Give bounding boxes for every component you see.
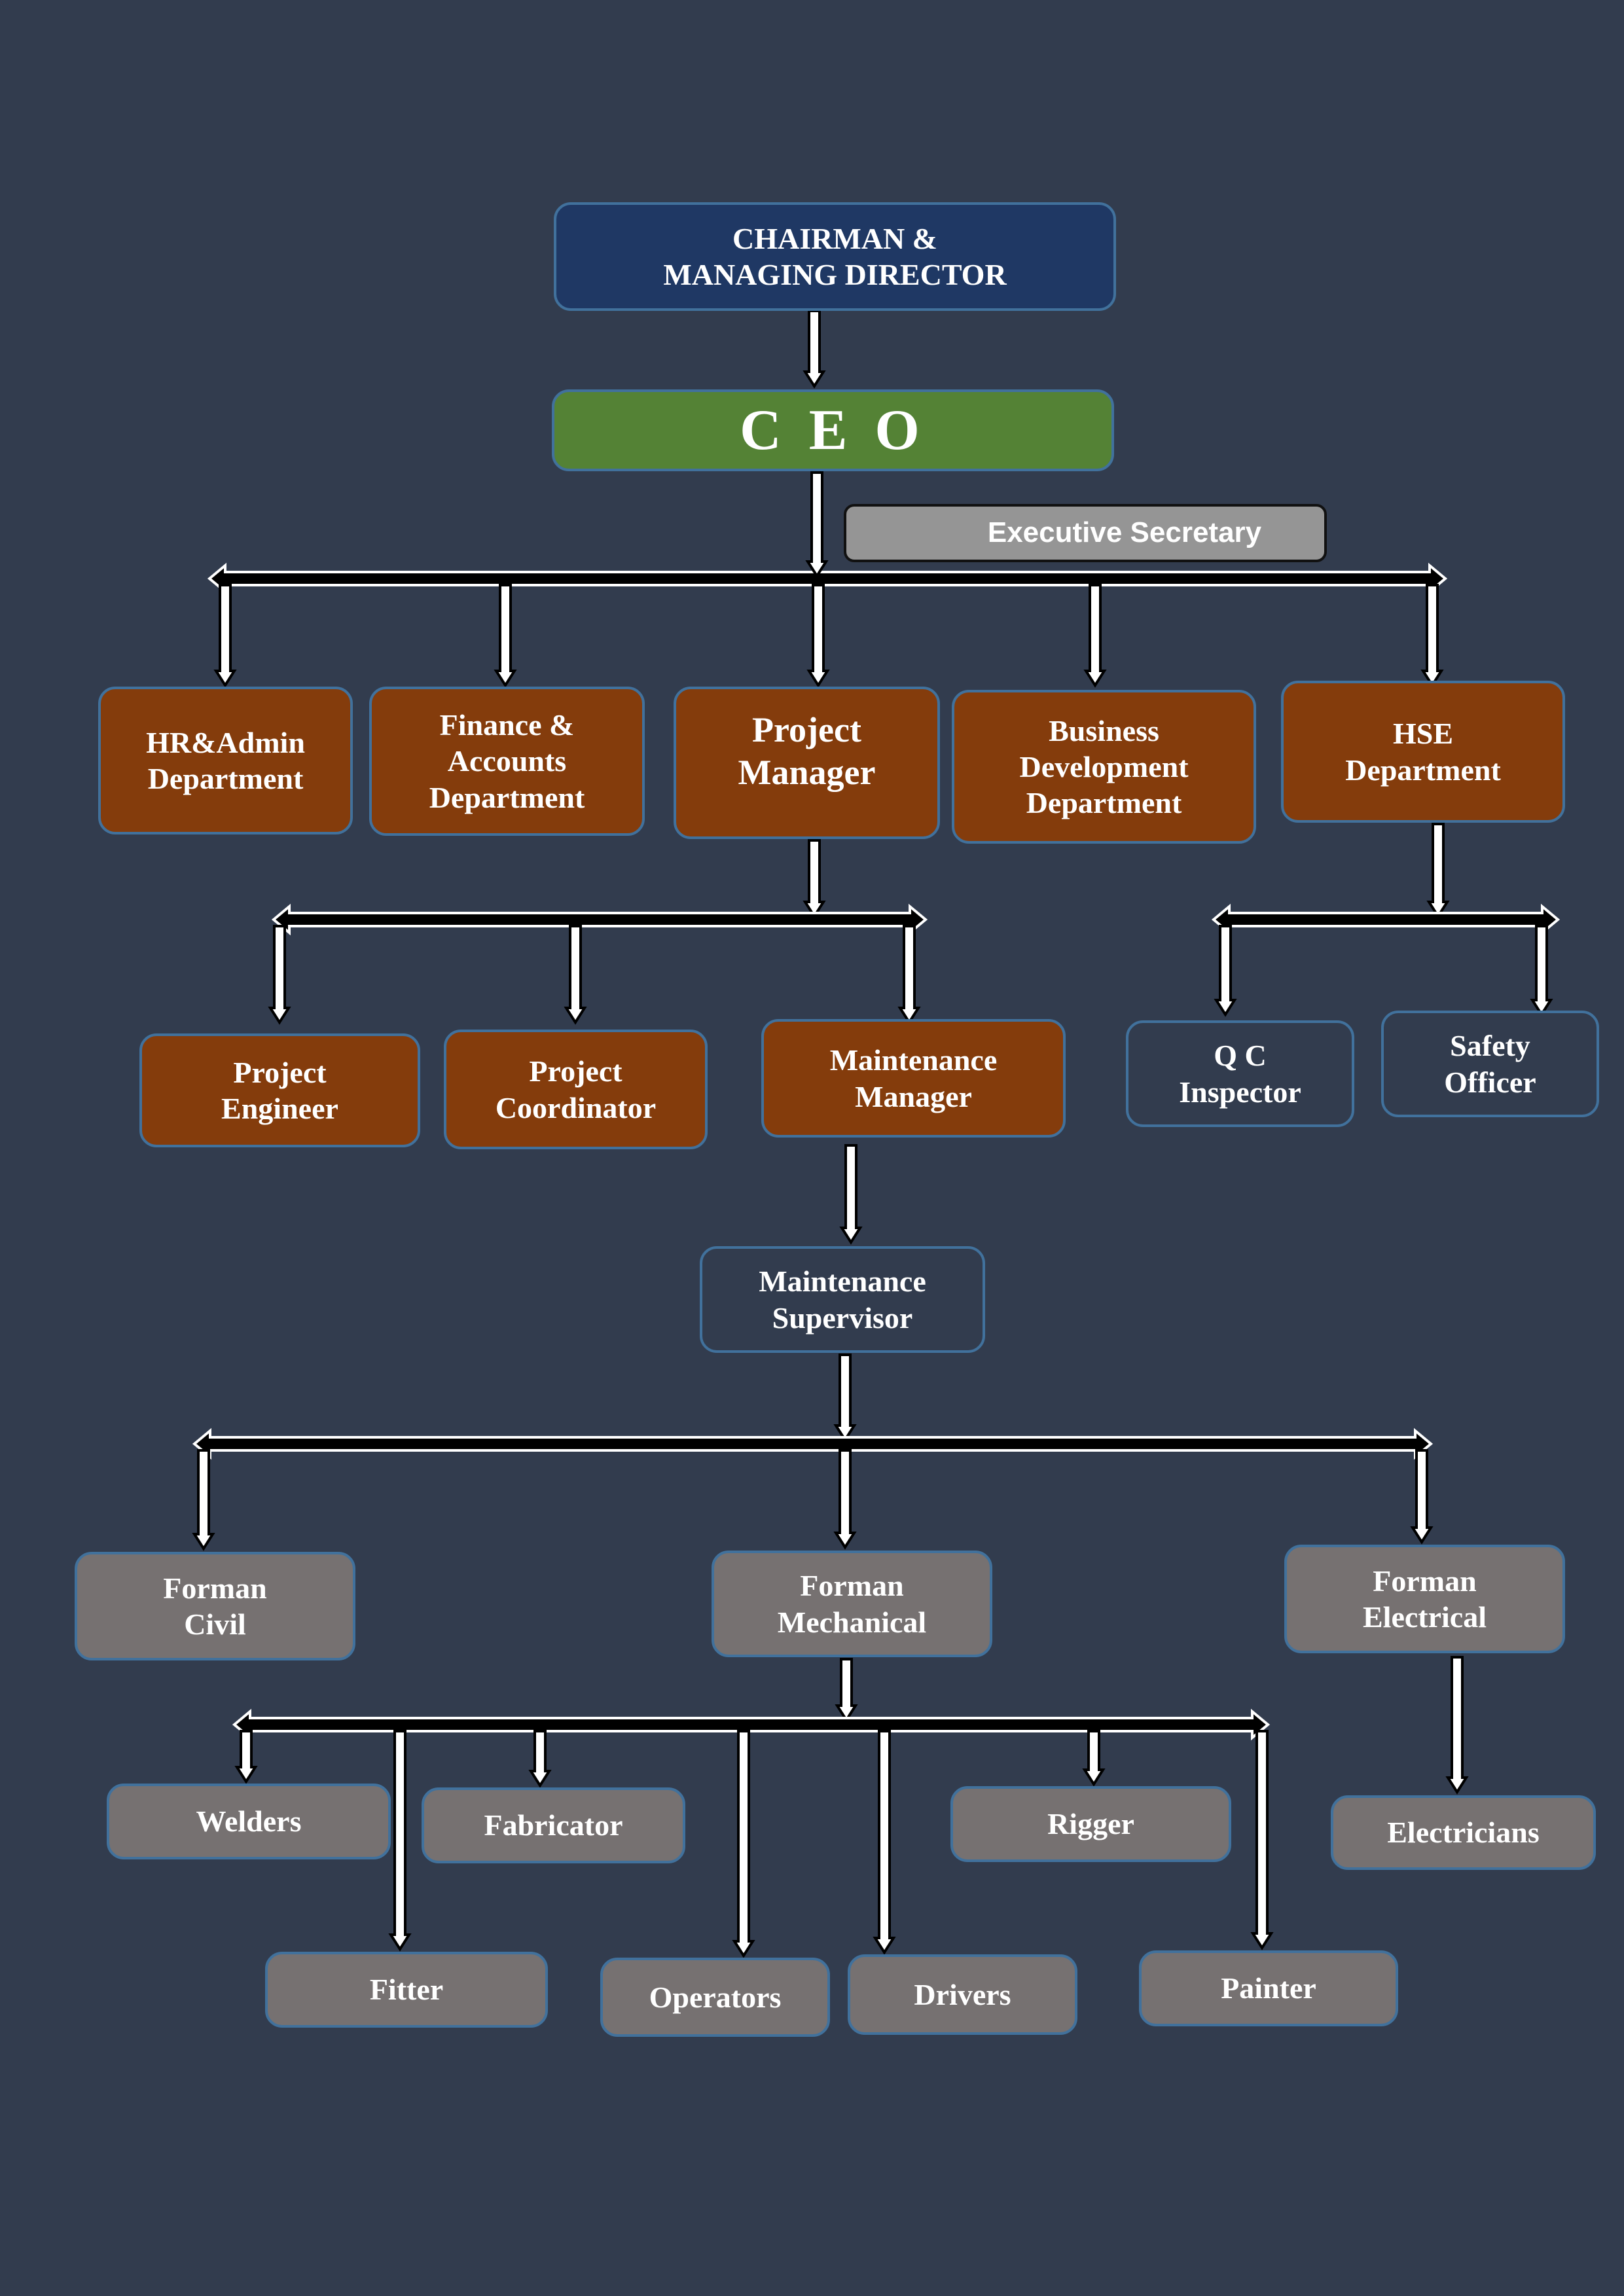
finance-box: Finance & Accounts Department bbox=[369, 687, 645, 836]
executive-secretary-box: Executive Secretary bbox=[844, 504, 1327, 562]
chairman-box: CHAIRMAN & MANAGING DIRECTOR bbox=[554, 202, 1116, 311]
arrow-down bbox=[1250, 1730, 1274, 1950]
drivers-box: Drivers bbox=[848, 1954, 1077, 2035]
arrow-down bbox=[1083, 584, 1107, 688]
rigger-box: Rigger bbox=[950, 1786, 1231, 1862]
arrow-down bbox=[1530, 925, 1553, 1017]
forman-electrical-box: Forman Electrical bbox=[1284, 1545, 1565, 1653]
ceo-box: C E O bbox=[552, 389, 1114, 471]
arrow-down bbox=[1426, 823, 1450, 919]
maintenance-manager-box: Maintenance Manager bbox=[761, 1019, 1066, 1138]
arrow-down bbox=[1410, 1449, 1434, 1545]
fabricator-box: Fabricator bbox=[422, 1787, 685, 1863]
arrow-down bbox=[213, 584, 237, 688]
arrow-down bbox=[1445, 1656, 1469, 1795]
arrow-down bbox=[268, 925, 291, 1025]
arrow-down bbox=[833, 1354, 857, 1443]
arrow-down bbox=[897, 925, 921, 1025]
arrow-down bbox=[192, 1449, 215, 1551]
welders-box: Welders bbox=[107, 1784, 391, 1859]
arrow-down bbox=[388, 1730, 412, 1952]
bus-double-arrow bbox=[207, 562, 1448, 595]
arrow-down bbox=[1420, 584, 1444, 688]
safety-officer-box: Safety Officer bbox=[1381, 1011, 1599, 1117]
maintenance-supervisor-box: Maintenance Supervisor bbox=[700, 1246, 985, 1353]
arrow-down bbox=[873, 1730, 896, 1955]
operators-box: Operators bbox=[600, 1958, 830, 2037]
arrow-down bbox=[835, 1658, 858, 1723]
arrow-down bbox=[803, 310, 826, 389]
bus-double-arrow bbox=[192, 1427, 1434, 1460]
painter-box: Painter bbox=[1139, 1950, 1398, 2026]
arrow-down bbox=[234, 1730, 258, 1784]
project-coordinator-box: Project Coordinator bbox=[444, 1030, 708, 1149]
hr-admin-box: HR&Admin Department bbox=[98, 687, 353, 834]
forman-mechanical-box: Forman Mechanical bbox=[712, 1551, 992, 1657]
project-engineer-box: Project Engineer bbox=[139, 1033, 420, 1147]
arrow-down bbox=[833, 1449, 857, 1550]
arrow-down bbox=[803, 839, 826, 919]
qc-inspector-box: Q C Inspector bbox=[1126, 1020, 1354, 1127]
arrow-down bbox=[806, 584, 830, 688]
bus-double-arrow bbox=[271, 903, 928, 936]
electricians-box: Electricians bbox=[1331, 1795, 1596, 1870]
arrow-down bbox=[839, 1144, 863, 1245]
business-development-box: Business Development Department bbox=[952, 690, 1256, 844]
fitter-box: Fitter bbox=[265, 1952, 548, 2028]
bus-double-arrow bbox=[232, 1708, 1271, 1741]
hse-box: HSE Department bbox=[1281, 681, 1565, 823]
arrow-down bbox=[1082, 1730, 1106, 1787]
arrow-down bbox=[805, 471, 829, 579]
project-manager-box: Project Manager bbox=[674, 687, 940, 839]
arrow-down bbox=[528, 1730, 552, 1788]
arrow-down bbox=[494, 584, 517, 688]
arrow-down bbox=[732, 1730, 755, 1958]
arrow-down bbox=[564, 925, 587, 1025]
arrow-down bbox=[1214, 925, 1237, 1017]
forman-civil-box: Forman Civil bbox=[75, 1552, 355, 1660]
bus-double-arrow bbox=[1211, 903, 1561, 936]
